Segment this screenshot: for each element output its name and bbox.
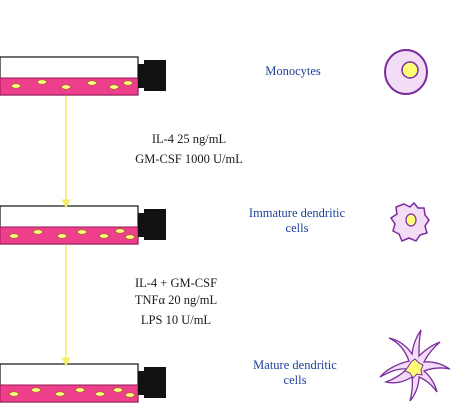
cell-3	[55, 391, 65, 397]
cell-2	[31, 387, 41, 393]
stage-label-immature-line-1: Immature dendritic	[249, 206, 346, 220]
cell-1	[11, 83, 21, 89]
immature-dendritic-cell-icon	[389, 201, 430, 242]
cell-6	[115, 228, 125, 234]
cell-1	[9, 233, 19, 239]
cell-6	[123, 80, 133, 86]
cell-group	[9, 387, 135, 398]
cell-group	[9, 228, 135, 240]
cell-7	[125, 234, 135, 240]
flask-cap-end	[144, 209, 166, 240]
flask-cap-end	[144, 60, 166, 91]
condition-2-line-3: LPS 10 U/mL	[141, 313, 211, 327]
cell-6	[113, 387, 123, 393]
cell-3	[57, 233, 67, 239]
cell-5	[109, 84, 119, 90]
stage-label-monocytes: Monocytes	[265, 64, 321, 78]
stage-label-mature-line-2: cells	[284, 373, 307, 387]
cell-3	[61, 84, 71, 90]
monocyte-cell-icon	[384, 49, 428, 95]
stage-label-immature-line-2: cells	[286, 221, 309, 235]
cell-2	[37, 79, 47, 85]
flask-cap	[138, 371, 144, 395]
cell-7	[125, 392, 135, 398]
cell-4	[77, 229, 87, 235]
cell-5	[99, 233, 109, 239]
condition-2-line-2: TNFα 20 ng/mL	[135, 293, 217, 307]
cell-5	[95, 391, 105, 397]
cell-4	[75, 387, 85, 393]
cell-4	[87, 80, 97, 86]
cell-1	[9, 391, 19, 397]
stage-label-mature-line-1: Mature dendritic	[253, 358, 337, 372]
culture-flask-1	[0, 56, 166, 96]
condition-1-line-1: IL-4 25 ng/mL	[152, 132, 226, 146]
cell-group	[11, 79, 133, 90]
flask-cap	[138, 64, 144, 88]
condition-1-line-2: GM-CSF 1000 U/mL	[135, 152, 243, 166]
flask-cap-end	[144, 367, 166, 398]
mature-dendritic-cell-icon	[379, 329, 451, 402]
cell-2	[33, 229, 43, 235]
flask-cap	[138, 213, 144, 237]
culture-flask-3	[0, 363, 166, 403]
condition-2-line-1: IL-4 + GM-CSF	[135, 276, 217, 290]
culture-flask-2	[0, 205, 166, 245]
